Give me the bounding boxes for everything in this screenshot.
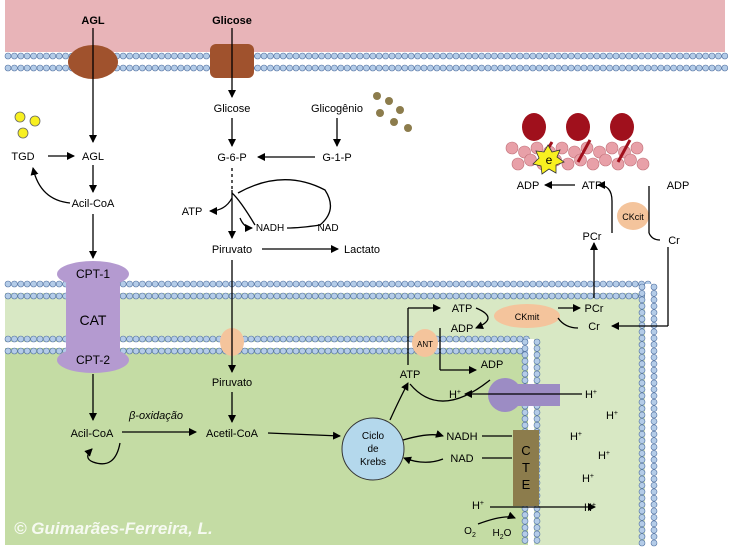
beta-oxidation-label: β-oxidação <box>128 410 183 422</box>
cpt-2-label: CPT-2 <box>76 353 110 367</box>
glycogen-granule <box>373 92 381 100</box>
actin-bead <box>586 157 600 171</box>
h2o-label: H2O <box>493 528 512 541</box>
lactato-label: Lactato <box>344 244 380 256</box>
actin-bead <box>636 157 650 171</box>
copyright-label: © Guimarães-Ferreira, L. <box>14 519 213 538</box>
cpt-1-enzyme <box>57 261 129 287</box>
h-proton-cte-right: H+ <box>584 502 596 514</box>
cpt-2-enzyme <box>57 347 129 373</box>
tgd-droplet <box>29 115 41 127</box>
glycogen-granule <box>385 97 393 105</box>
pcr-cytosol-label: PCr <box>583 231 602 243</box>
adp-intermembrane-label: ADP <box>451 323 474 335</box>
pcr-intermembrane-label: PCr <box>585 303 604 315</box>
krebs-label-3: Krebs <box>360 457 386 468</box>
acil-coa-cytoplasm-label: Acil-CoA <box>72 198 115 210</box>
actin-bead <box>611 157 625 171</box>
glycogen-granule <box>390 118 398 126</box>
atp-glycolysis-label: ATP <box>182 206 203 218</box>
piruvato-cytoplasm-label: Piruvato <box>212 244 252 256</box>
outer-mitochondrial-membrane <box>4 280 652 300</box>
actin-bead <box>605 141 619 155</box>
atp-intermembrane-label: ATP <box>452 303 473 315</box>
krebs-label-2: de <box>367 444 379 455</box>
tgd-label: TGD <box>11 151 34 163</box>
atp-synthase-stalk <box>510 384 560 406</box>
krebs-cycle <box>341 417 405 481</box>
ckmit-label: CKmit <box>515 312 540 322</box>
arrows <box>30 28 669 525</box>
actin-bead <box>630 141 644 155</box>
ckmit-enzyme <box>494 304 560 328</box>
h-proton-ims-2: H+ <box>570 431 582 443</box>
tgd-droplet <box>17 127 29 139</box>
atp-synthase-head <box>488 378 522 412</box>
electron-transport-chain <box>513 430 539 506</box>
cpt-1-label: CPT-1 <box>76 267 110 281</box>
cr-cytosol-label: Cr <box>668 235 680 247</box>
actin-bead <box>599 153 612 167</box>
cte-label-c: C <box>521 443 530 458</box>
glycogen-granule <box>376 109 384 117</box>
e-label: e <box>546 153 553 167</box>
actin-bead <box>505 141 519 155</box>
outer-mitochondrial-membrane-right <box>638 283 658 547</box>
h-proton-synthase-right: H+ <box>585 389 597 401</box>
myosin-heads <box>522 113 634 163</box>
g1p-label: G-1-P <box>322 152 351 164</box>
adp-myofibril-label: ADP <box>517 180 540 192</box>
cat-label: CAT <box>80 312 107 328</box>
actin-bead <box>511 157 525 171</box>
h-proton-synthase-left: H+ <box>449 389 461 401</box>
h-proton-ims-3: H+ <box>598 450 610 462</box>
extracellular-space <box>5 0 725 52</box>
e-star-icon <box>532 144 565 175</box>
ant-label: ANT <box>417 340 433 349</box>
actin-bead <box>561 157 575 171</box>
glicogenio-label: Glicogênio <box>311 103 363 115</box>
cytoplasm-region <box>5 52 725 285</box>
atp-myofibril-label: ATP <box>582 180 603 192</box>
krebs-label-1: Ciclo <box>362 431 385 442</box>
g6p-label: G-6-P <box>217 152 246 164</box>
acil-coa-matrix-label: Acil-CoA <box>71 428 114 440</box>
glycogen-granule <box>404 124 412 132</box>
cte-label-t: T <box>522 460 530 475</box>
adp-matrix-label: ADP <box>481 359 504 371</box>
labels: AGL Glicose TGD AGL Acil-CoA Glicose Gli… <box>11 15 689 541</box>
ckcit-enzyme <box>617 202 649 230</box>
glicose-top-label: Glicose <box>212 15 252 27</box>
mitochondrial-matrix <box>5 348 530 545</box>
adp-cytosol-label: ADP <box>667 180 690 192</box>
sarcolemma-membrane <box>4 52 729 72</box>
agl-label: AGL <box>82 151 104 163</box>
nad-glycolysis-label: NAD <box>317 223 338 234</box>
cr-intermembrane-label: Cr <box>588 321 600 333</box>
ant-transporter <box>412 329 438 357</box>
glycogen-granule <box>396 106 404 114</box>
h-proton-ims-4: H+ <box>582 473 594 485</box>
h-proton-cte-left: H+ <box>472 500 484 512</box>
actin-bead <box>624 153 637 167</box>
acetil-coa-label: Acetil-CoA <box>206 428 259 440</box>
piruvato-matrix-label: Piruvato <box>212 377 252 389</box>
h-proton-ims-1: H+ <box>606 410 618 422</box>
o2-label: O2 <box>464 526 476 539</box>
atp-matrix-label: ATP <box>400 369 421 381</box>
nadh-matrix-label: NADH <box>446 431 477 443</box>
agl-top-label: AGL <box>81 15 105 27</box>
ckcit-label: CKcit <box>622 212 644 222</box>
nad-matrix-label: NAD <box>450 453 473 465</box>
cte-label-e: E <box>522 477 531 492</box>
tgd-droplet <box>14 111 26 123</box>
glicose-label: Glicose <box>214 103 251 115</box>
nadh-glycolysis-label: NADH <box>256 223 284 234</box>
